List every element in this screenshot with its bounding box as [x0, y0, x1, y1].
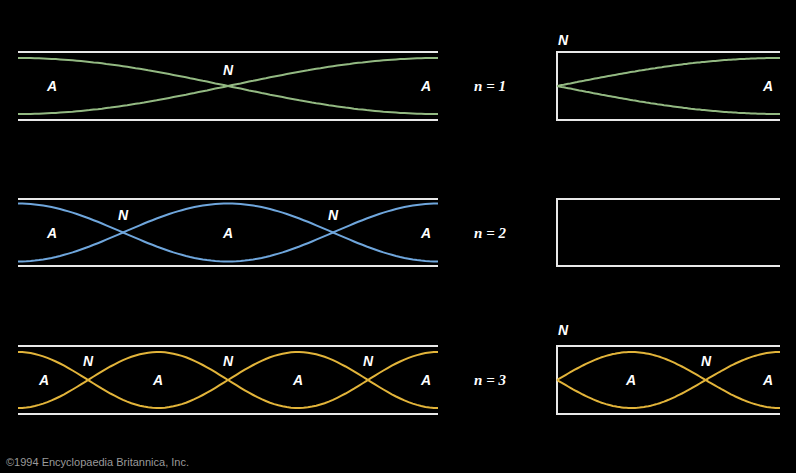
wave-envelope [18, 352, 438, 408]
node-label: N [328, 208, 338, 222]
harmonic-label: n = 1 [474, 79, 506, 94]
antinode-label: A [421, 79, 431, 93]
antinode-label: A [47, 79, 57, 93]
antinode-label: A [421, 226, 431, 240]
closed-pipe-wall [557, 199, 780, 266]
node-label: N [363, 354, 373, 368]
wave-envelope [18, 204, 438, 262]
closed-pipe-wall [557, 52, 780, 120]
node-label: N [558, 33, 568, 47]
wave-envelope [18, 58, 438, 114]
node-label: N [223, 63, 233, 77]
antinode-label: A [763, 79, 773, 93]
antinode-label: A [223, 226, 233, 240]
wave-envelope [557, 352, 780, 408]
pipe-wall [18, 413, 438, 415]
harmonic-label: n = 2 [474, 226, 506, 241]
antinode-label: A [626, 373, 636, 387]
node-label: N [223, 354, 233, 368]
antinode-label: A [421, 373, 431, 387]
pipe-wall [18, 265, 438, 267]
harmonic-label: n = 3 [474, 373, 506, 388]
antinode-label: A [47, 226, 57, 240]
pipe-wall [18, 198, 438, 200]
wave-envelope [18, 204, 438, 262]
node-label: N [701, 354, 711, 368]
antinode-label: A [293, 373, 303, 387]
antinode-label: A [763, 373, 773, 387]
node-label: N [118, 208, 128, 222]
wave-envelope [557, 58, 780, 86]
node-label: N [83, 354, 93, 368]
antinode-label: A [153, 373, 163, 387]
copyright-notice: ©1994 Encyclopaedia Britannica, Inc. [6, 457, 189, 468]
pipe-wall [18, 345, 438, 347]
antinode-label: A [39, 373, 49, 387]
wave-envelope [557, 352, 780, 408]
pipe-wall [18, 51, 438, 53]
closed-pipe-wall [557, 346, 780, 414]
node-label: N [558, 323, 568, 337]
wave-envelope [18, 58, 438, 114]
wave-envelope [557, 86, 780, 114]
pipe-wall [18, 119, 438, 121]
wave-envelope [18, 352, 438, 408]
